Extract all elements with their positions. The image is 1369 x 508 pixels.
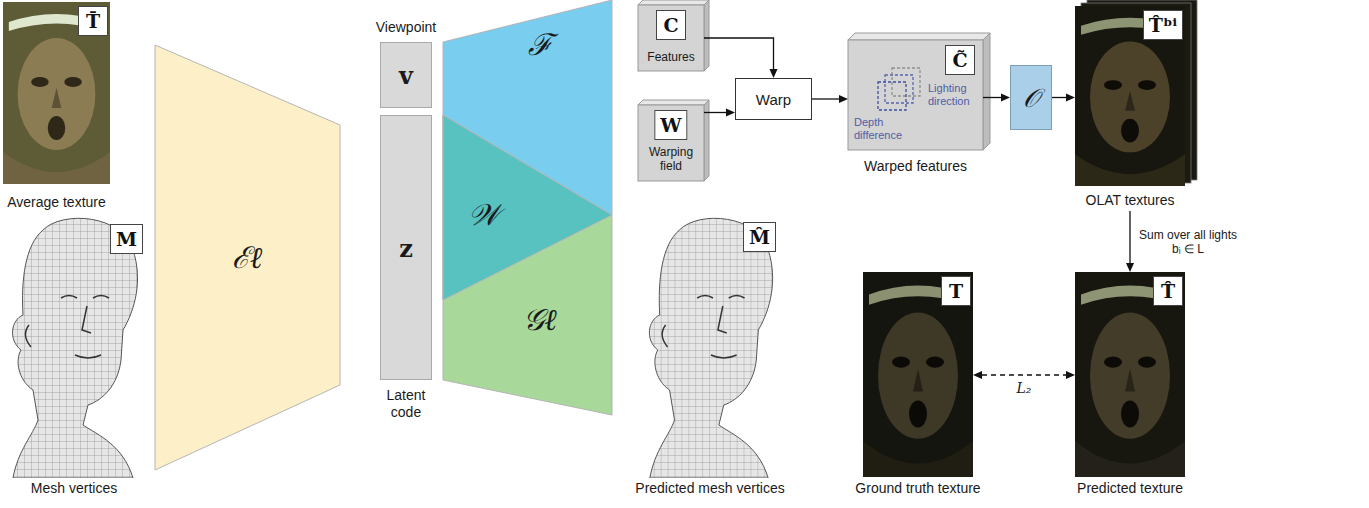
- connector-line: [1052, 97, 1066, 98]
- cube-top: [848, 33, 990, 40]
- annotation: Lighting direction: [928, 82, 978, 108]
- edge-label: L₂: [1014, 381, 1035, 395]
- process-box: Warp: [735, 78, 812, 120]
- symbol-badge: C̃: [945, 45, 975, 75]
- trapezoid-fill: [443, 115, 612, 415]
- cube-top: [638, 0, 709, 5]
- network-box: 𝒪: [1010, 65, 1052, 130]
- symbol-badge: T: [941, 276, 971, 306]
- caption: Features: [647, 50, 694, 64]
- caption: Warped features: [864, 158, 967, 174]
- caption: Predicted texture: [1077, 480, 1183, 496]
- arrowhead: [770, 69, 778, 78]
- caption: Latent code: [374, 387, 438, 421]
- texture-image-node: TGround truth texture: [863, 272, 973, 498]
- caption: OLAT textures: [1086, 192, 1175, 208]
- feature-cube: C Features: [638, 5, 704, 71]
- mesh-image: [13, 218, 138, 478]
- connector-line: [812, 98, 839, 99]
- arrowhead: [839, 95, 848, 103]
- symbol-badge: M: [110, 224, 143, 254]
- connector-line: [1129, 211, 1130, 263]
- cube-top: [638, 100, 709, 105]
- feature-cube: C̃Depth differenceLighting directionWarp…: [848, 40, 983, 150]
- caption: Warping field: [641, 145, 701, 173]
- symbol-badge: T̄: [78, 6, 108, 36]
- symbol-badge: M̂: [743, 222, 776, 252]
- caption: Viewpoint: [376, 19, 436, 35]
- dashed-slice: [878, 82, 906, 110]
- annotation: Depth difference: [854, 116, 924, 142]
- encoder-trapezoid: ℰℓ: [155, 45, 340, 470]
- connector-line: [983, 97, 1001, 98]
- connector-arrow: [1052, 94, 1075, 102]
- ground-truth-texture-image: [863, 272, 973, 477]
- texture-image-node: T̂ Predicted texture: [1075, 272, 1185, 498]
- network-symbol: ℱ: [528, 27, 553, 63]
- caption: Predicted mesh vertices: [635, 480, 784, 496]
- arrowhead: [1066, 371, 1075, 379]
- network-symbol: 𝒪: [1023, 80, 1039, 116]
- average-texture-image: [3, 2, 110, 184]
- arrowhead: [973, 371, 982, 379]
- symbol-badge: T̂: [1153, 276, 1183, 306]
- decoder-overlap: 𝒲: [443, 115, 612, 300]
- connector-arrow: [704, 109, 735, 117]
- warping-field-cube: [638, 105, 704, 181]
- trapezoid-fill: [155, 45, 340, 470]
- symbol-badge: C: [656, 10, 686, 40]
- cube-side: [983, 33, 990, 150]
- network-symbol: 𝒢ℓ: [523, 302, 557, 338]
- connector-arrow: [973, 371, 1075, 379]
- caption: Average texture: [7, 194, 106, 210]
- network-symbol: ℰℓ: [232, 240, 263, 276]
- vector-symbol: z: [399, 233, 413, 262]
- connector-line: [704, 38, 774, 69]
- dashed-slice: [885, 75, 913, 103]
- vector-box: Viewpointv: [380, 42, 432, 108]
- feature-cube: W Warping field: [638, 105, 704, 181]
- features-cube: [638, 5, 704, 71]
- vector-box: zLatent code: [380, 115, 432, 380]
- connector-arrow: [983, 94, 1010, 102]
- cube-side: [704, 0, 709, 71]
- arrowhead: [1001, 94, 1010, 102]
- process-label: Warp: [756, 91, 791, 108]
- mesh-image-node: M̂Predicted mesh vertices: [640, 210, 780, 498]
- texture-image-node: T̄ Average texture: [3, 2, 110, 216]
- predicted-texture-image: [1075, 272, 1185, 477]
- connector-line: [704, 112, 726, 113]
- symbol-badge: W: [654, 110, 687, 140]
- connector-line: [982, 374, 1066, 375]
- connector-arrow: [812, 95, 848, 103]
- arrowhead: [726, 109, 735, 117]
- warped-features-cube: [848, 40, 983, 150]
- texture-image-node: T̂ᵇⁱOLAT textures: [1075, 6, 1185, 211]
- mesh-image-node: M Mesh vertices: [3, 210, 145, 498]
- predicted-mesh-image: [649, 218, 772, 478]
- caption: Mesh vertices: [31, 480, 117, 496]
- edge-label: Sum over all lights bᵢ ∈ L: [1138, 228, 1238, 256]
- symbol-badge: T̂ᵇⁱ: [1143, 10, 1183, 40]
- connector-arrow: [704, 38, 778, 78]
- connector-arrow: [1126, 211, 1134, 272]
- network-symbol: 𝒲: [468, 197, 499, 233]
- caption: Ground truth texture: [855, 480, 980, 496]
- arrowhead: [1066, 94, 1075, 102]
- olat-texture-image: [1075, 6, 1185, 186]
- arrowhead: [1126, 263, 1134, 272]
- vector-symbol: v: [399, 61, 413, 90]
